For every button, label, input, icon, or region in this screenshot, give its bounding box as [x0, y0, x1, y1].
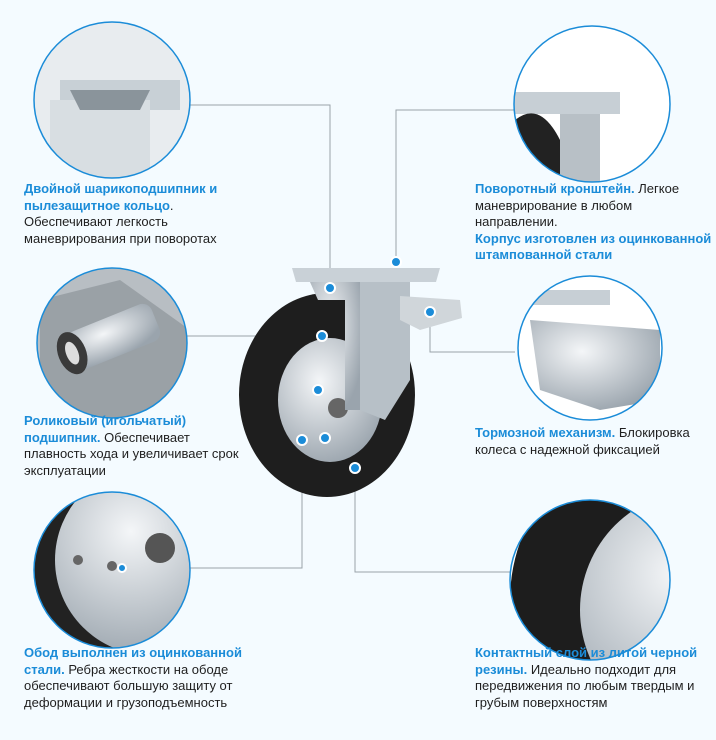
feature-title: Поворотный кронштейн. [475, 181, 635, 196]
detail-circle-brake [518, 276, 662, 420]
feature-tire-caption: Контактный слой из литой черной резины. … [475, 645, 710, 711]
feature-title: Контактный слой из литой черной резины. [475, 645, 698, 677]
feature-bearing-caption: Двойной шарикоподшипник и пылезащитное к… [24, 181, 264, 247]
feature-title: Обод выполнен из оцинкованной стали. [24, 645, 242, 677]
caster-wheel-image [239, 268, 462, 497]
markers [117, 256, 436, 573]
feature-title-2: Корпус изготовлен из оцинкованной штампо… [475, 230, 712, 263]
feature-title: Роликовый (игольчатый) подшипник. [24, 413, 187, 445]
feature-bracket-caption: Поворотный кронштейн. Легкое маневрирова… [475, 181, 715, 264]
feature-sep: . [169, 197, 174, 213]
feature-text: Обеспечивают легкость маневрирования при… [24, 214, 217, 246]
feature-brake-caption: Тормозной механизм. Блокировка колеса с … [475, 425, 705, 458]
detail-circle-rim [34, 492, 190, 648]
feature-text: Идеально подходит для передвижения по лю… [475, 661, 695, 710]
detail-circle-roller [37, 268, 187, 418]
feature-text: Легкое маневрирование в любом направлени… [475, 181, 680, 229]
feature-roller-caption: Роликовый (игольчатый) подшипник. Обеспе… [24, 413, 254, 479]
detail-circle-bearing [34, 22, 190, 178]
detail-circle-tire [510, 500, 670, 660]
feature-rim-caption: Обод выполнен из оцинкованной стали. Реб… [24, 645, 249, 711]
feature-text: Обеспечивает плавность хода и увеличивае… [24, 429, 239, 478]
feature-title: Тормозной механизм. [475, 425, 616, 440]
feature-text: Блокировка колеса с надежной фиксацией [475, 425, 690, 457]
feature-title: Двойной шарикоподшипник и пылезащитное к… [24, 181, 218, 213]
feature-text: Ребра жесткости на ободе обеспечивают бо… [24, 661, 233, 710]
